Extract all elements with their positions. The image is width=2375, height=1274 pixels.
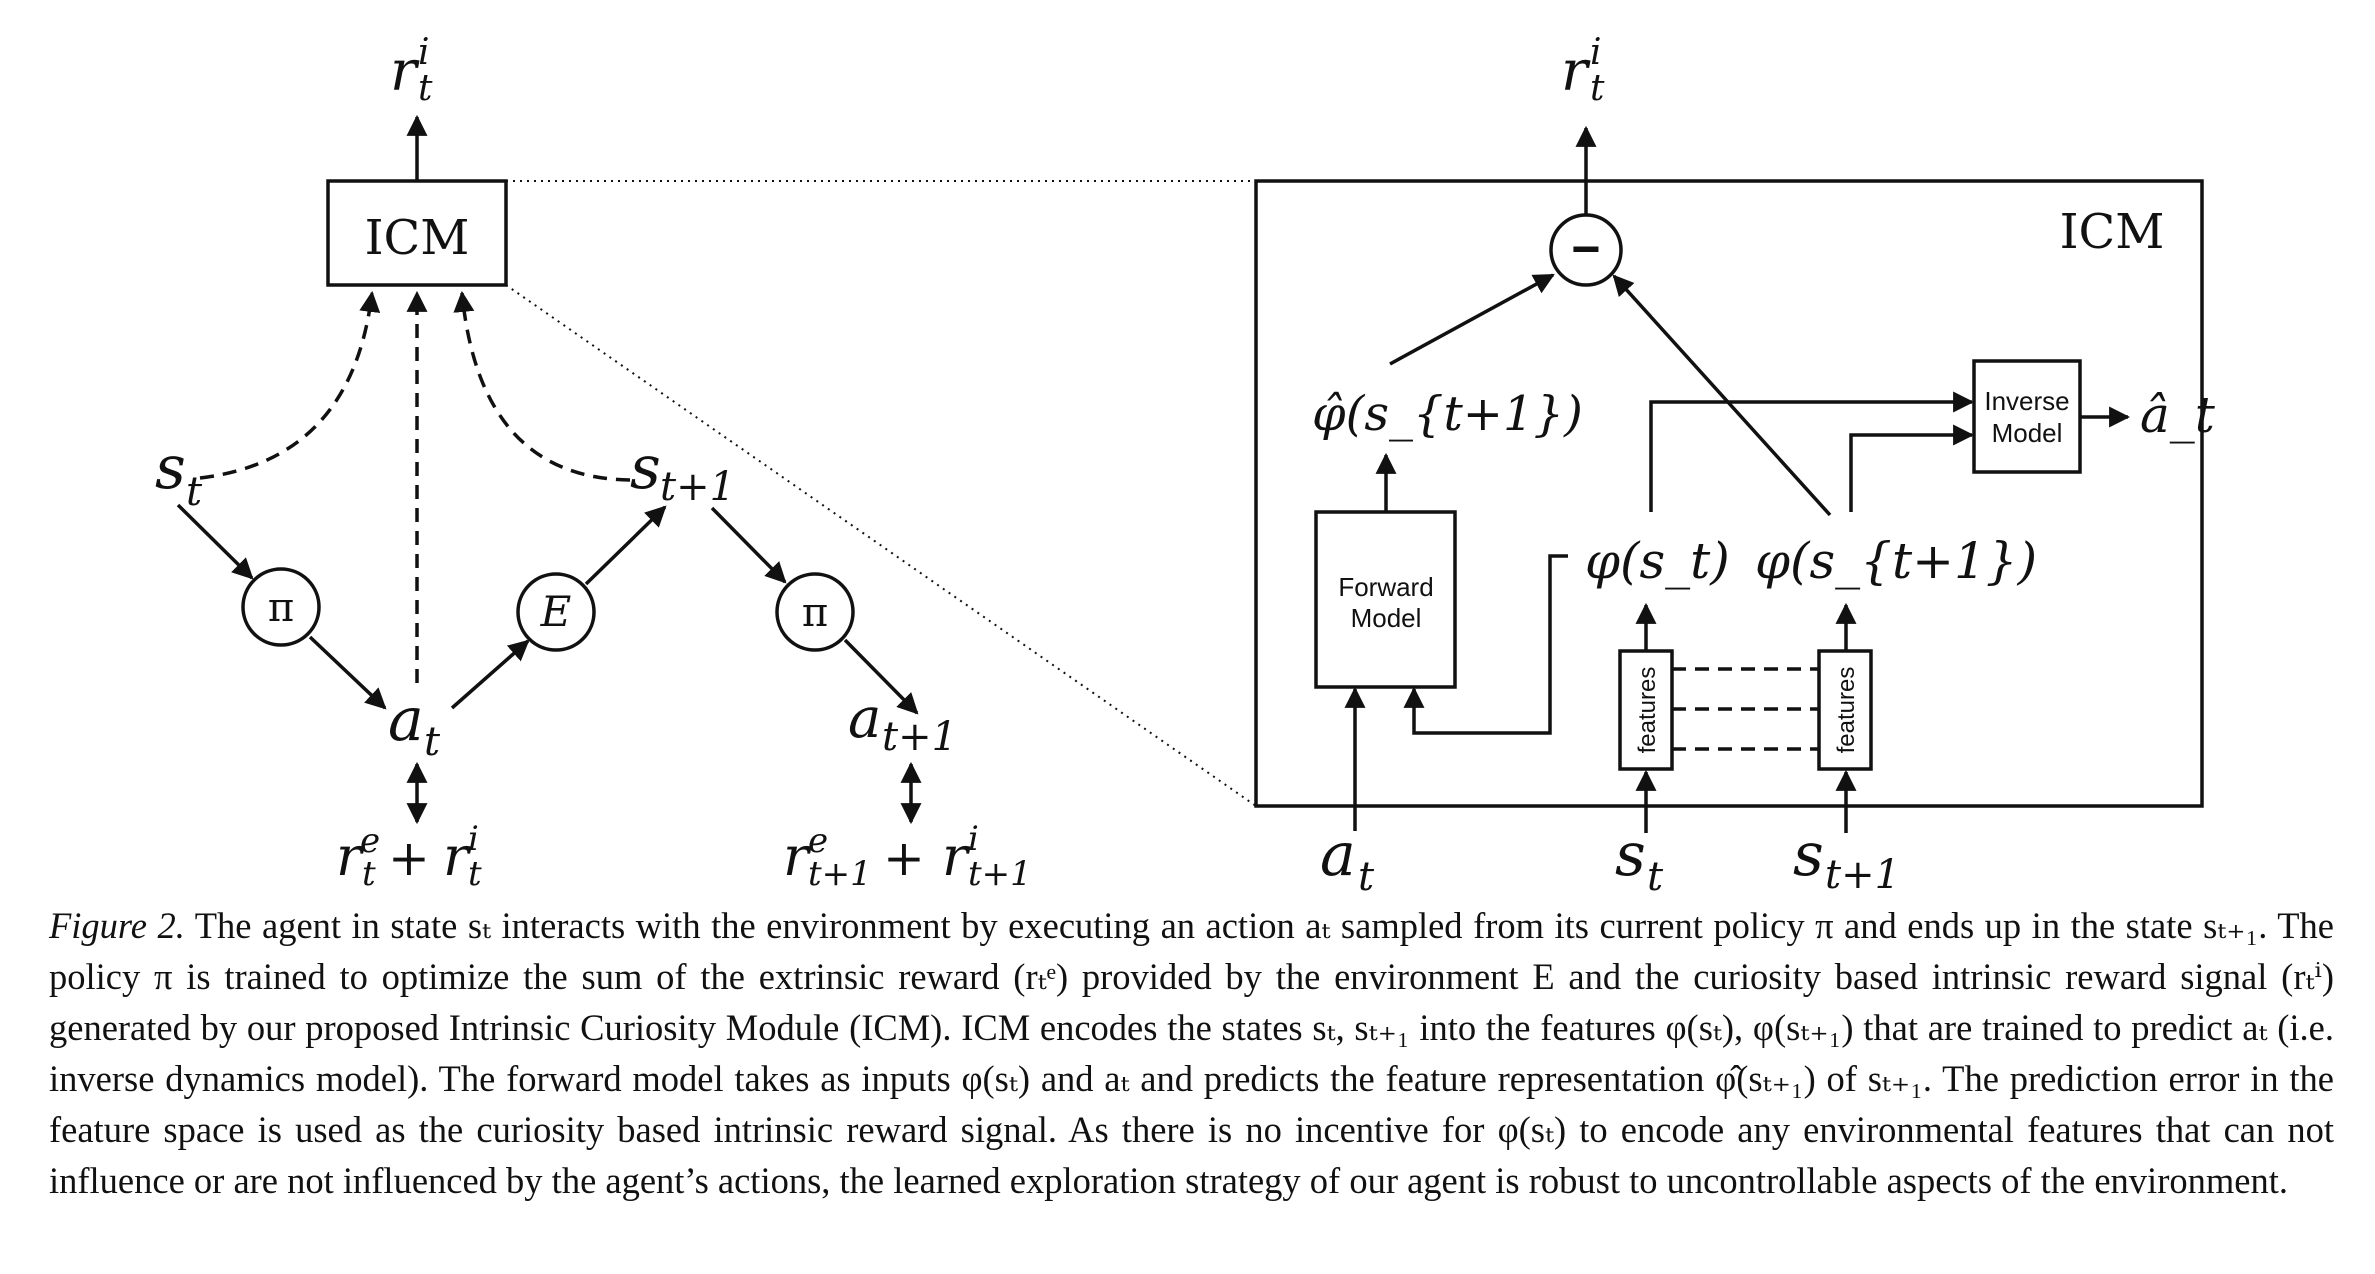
arrow-phist1-to-minus: [1612, 274, 1832, 517]
state-st-label: s: [155, 433, 186, 503]
policy-pi-1-label: π: [268, 585, 294, 631]
right-intrinsic-reward-sup: i: [1590, 32, 1602, 73]
arrow-at-to-env: [450, 639, 530, 710]
reward-t1-sub1: t+1: [808, 854, 872, 894]
right-intrinsic-reward-sub: t: [1590, 68, 1605, 109]
state-st1-label: s: [630, 433, 661, 503]
reward-t1-i: i: [968, 819, 979, 859]
figure-caption: Figure 2. The agent in state sₜ interact…: [49, 900, 2334, 1206]
inverse-model-line1: Inverse: [1984, 386, 2069, 416]
right-intrinsic-reward-label: r: [1561, 39, 1591, 104]
policy-circle-1: [241, 567, 321, 647]
inverse-model-line2: Model: [1992, 418, 2063, 448]
arrow-phist-to-forward: [1403, 554, 1568, 735]
reward-plus-1: +: [388, 829, 430, 887]
phi-hat-st1-label: φ̂(s_{t+1}): [1312, 386, 1583, 442]
phi-st1-label: φ(s_{t+1}): [1755, 532, 2037, 590]
dashed-st1-to-icm: [453, 290, 631, 482]
right-action-at-sub: t: [1358, 854, 1375, 900]
features-label-st1: features: [1833, 667, 1860, 754]
reward-t1-e: e: [808, 821, 828, 861]
phi-st-label: φ(s_t): [1585, 532, 1730, 590]
caption-label: Figure 2.: [49, 905, 185, 946]
arrow-phihat-to-minus: [1389, 273, 1555, 366]
icm-small-label: ICM: [365, 210, 470, 266]
right-diagram: [1254, 125, 2204, 833]
features-label-st: features: [1634, 667, 1661, 754]
reward-t-ri: r: [443, 825, 472, 888]
icm-box-large: [1254, 179, 2204, 808]
state-st1-sub: t+1: [660, 464, 735, 510]
reward-t-sub1: t: [362, 854, 376, 894]
left-diagram: [176, 114, 1257, 825]
environment-e-label: E: [540, 587, 572, 636]
reward-plus-2: +: [883, 829, 925, 887]
policy-pi-2-label: π: [802, 590, 828, 636]
reward-t-sub2: t: [468, 854, 482, 894]
action-at-sub: t: [424, 719, 441, 765]
dashed-st-to-icm: [199, 290, 381, 480]
left-intrinsic-reward-sub: t: [418, 68, 433, 109]
arrow-st-to-pi: [176, 503, 254, 580]
state-st-sub: t: [186, 469, 203, 515]
right-state-st-label: s: [1615, 820, 1646, 890]
action-at1-label: a: [848, 686, 881, 751]
reward-t1-sub2: t+1: [968, 854, 1032, 894]
reward-t-e: e: [360, 821, 380, 861]
inverse-model-box: [1972, 359, 2082, 474]
a-hat-label: â_t: [2140, 386, 2216, 444]
minus-symbol: −: [1571, 221, 1600, 277]
policy-circle-2: [775, 572, 855, 652]
reward-t-i: i: [468, 819, 479, 859]
right-labels: r i t ICM − φ̂(s_{t+1}) Forward Model In…: [1312, 32, 2216, 900]
forward-model-line2: Model: [1351, 603, 1422, 633]
arrow-pi-to-at: [308, 635, 387, 710]
action-at1-sub: t+1: [882, 714, 957, 760]
arrow-phist-to-inverse: [1649, 391, 1975, 512]
forward-model-line1: Forward: [1338, 572, 1433, 602]
arrow-phist1-to-inverse: [1849, 424, 1975, 512]
left-labels: r i t ICM s t s t+1 π E π a t a t+1 r e …: [155, 32, 1032, 894]
arrow-st1-to-pi: [710, 506, 787, 584]
arrow-pi-to-at1: [843, 638, 919, 715]
icm-large-label: ICM: [2060, 204, 2165, 260]
reward-t1-ri: r: [942, 825, 971, 888]
left-intrinsic-reward-label: r: [390, 39, 420, 104]
right-state-st1-sub: t+1: [1825, 852, 1900, 898]
zoom-line-bottom: [505, 284, 1257, 807]
reward-t-label: r: [336, 825, 365, 888]
left-intrinsic-reward-sup: i: [418, 32, 430, 73]
right-state-st-sub: t: [1647, 854, 1664, 900]
right-action-at-label: a: [1320, 820, 1356, 890]
caption-text: The agent in state sₜ interacts with the…: [49, 905, 2334, 1201]
arrow-env-to-st1: [584, 505, 667, 586]
environment-circle: [516, 572, 596, 652]
reward-t1-label: r: [783, 825, 812, 888]
right-state-st1-label: s: [1793, 820, 1824, 890]
action-at-label: a: [388, 685, 424, 755]
